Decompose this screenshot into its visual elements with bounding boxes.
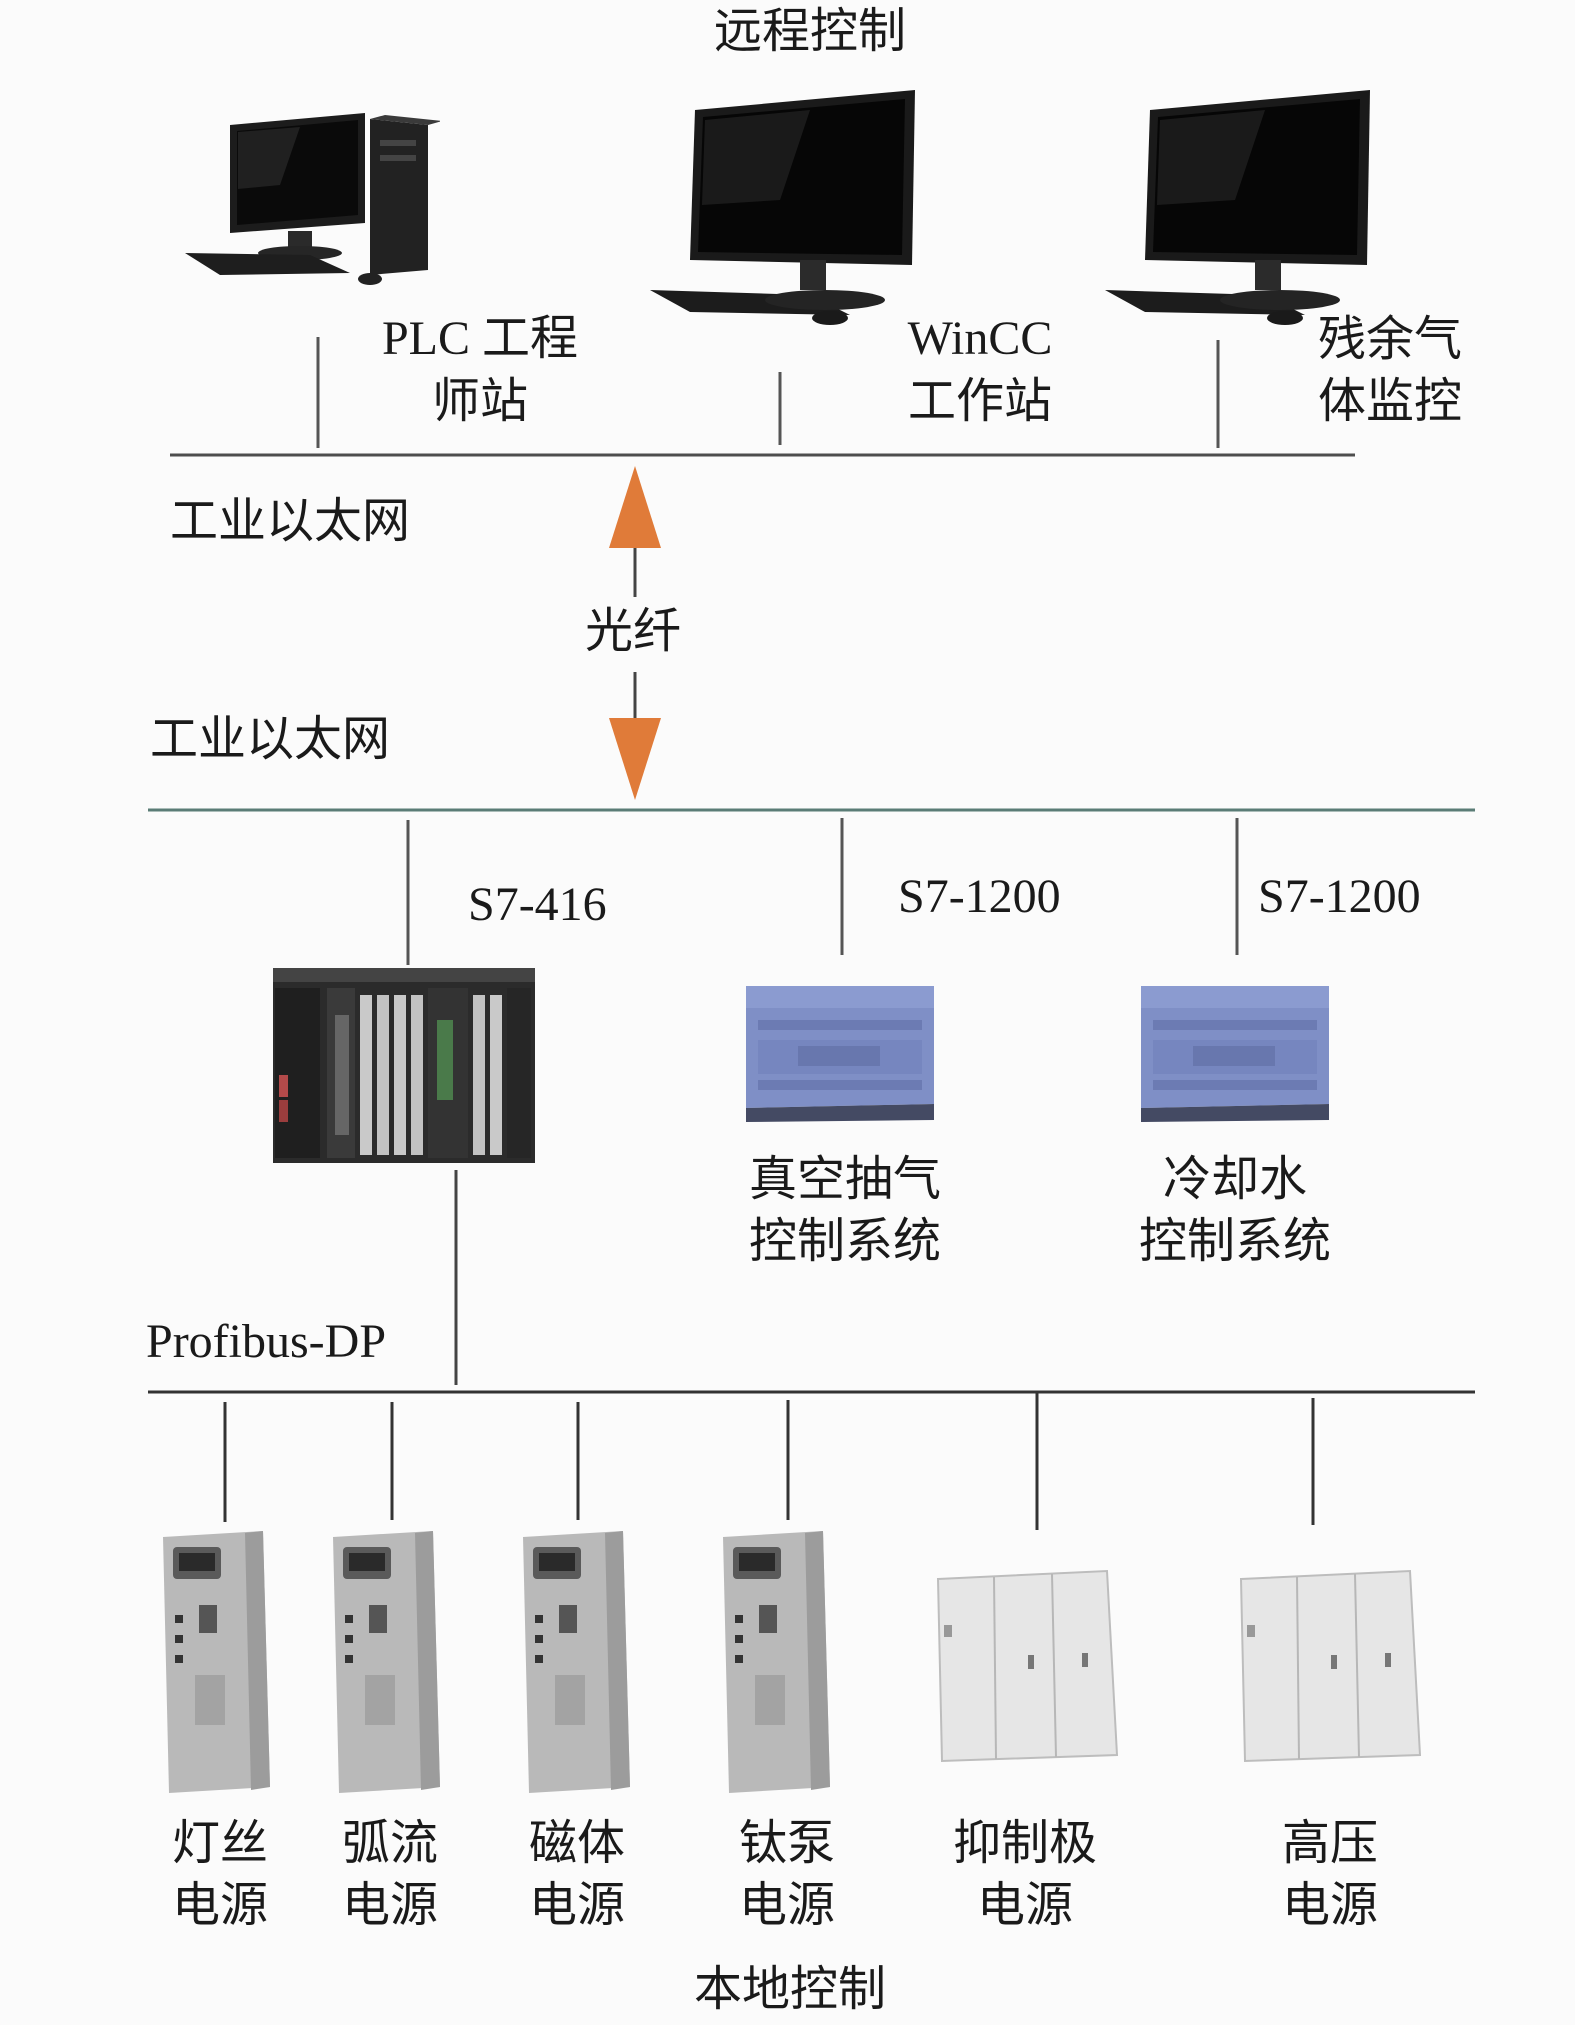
psu-label-arc: 弧流 电源 bbox=[310, 1812, 470, 1936]
monitor-icon bbox=[650, 90, 915, 325]
psu-label-magnet: 磁体 电源 bbox=[497, 1812, 657, 1936]
controller-desc-line1: 真空抽气 bbox=[748, 1151, 941, 1207]
upper-ethernet-label: 工业以太网 bbox=[170, 493, 411, 549]
fiber-arrow-up bbox=[609, 466, 661, 548]
plc-compact-icon bbox=[746, 986, 934, 1122]
psu-label-line1: 抑制极 bbox=[952, 1815, 1097, 1871]
controller-desc-cooling: 冷却水 控制系统 bbox=[1110, 1148, 1360, 1272]
psu-label-line1: 高压 bbox=[1281, 1815, 1378, 1871]
psu-label-line2: 电源 bbox=[738, 1877, 835, 1933]
psu-label-line2: 电源 bbox=[341, 1877, 438, 1933]
station-label-line2: 体监控 bbox=[1317, 373, 1462, 429]
station-label-residual-gas: 残余气 体监控 bbox=[1290, 308, 1490, 432]
psu-label-line1: 灯丝 bbox=[171, 1815, 268, 1871]
power-cabinet-icon bbox=[936, 1569, 1119, 1763]
psu-label-line2: 电源 bbox=[1281, 1877, 1378, 1933]
remote-control-title: 远程控制 bbox=[713, 3, 906, 59]
power-cabinet-icon bbox=[1239, 1569, 1422, 1763]
controller-model-s7-416: S7-416 bbox=[468, 878, 607, 931]
power-drive-icon bbox=[523, 1531, 630, 1793]
fiber-label: 光纤 bbox=[585, 603, 682, 659]
power-drive-icon bbox=[723, 1531, 830, 1793]
psu-label-filament: 灯丝 电源 bbox=[140, 1812, 300, 1936]
station-label-line1: 残余气 bbox=[1317, 311, 1462, 367]
profibus-label: Profibus-DP bbox=[146, 1315, 387, 1368]
controller-desc-line2: 控制系统 bbox=[748, 1213, 941, 1269]
psu-label-line1: 钛泵 bbox=[738, 1815, 835, 1871]
psu-label-line2: 电源 bbox=[528, 1877, 625, 1933]
controller-desc-vacuum: 真空抽气 控制系统 bbox=[720, 1148, 970, 1272]
station-label-line1: WinCC bbox=[907, 312, 1053, 365]
controller-model-s7-1200-vacuum: S7-1200 bbox=[898, 870, 1061, 923]
station-label-line2: 工作站 bbox=[907, 373, 1052, 429]
plc-rack-icon bbox=[273, 968, 535, 1163]
station-label-plc-engineer: PLC 工程 师站 bbox=[360, 308, 600, 432]
psu-label-line1: 弧流 bbox=[341, 1815, 438, 1871]
power-drive-icon bbox=[333, 1531, 440, 1793]
plc-compact-icon bbox=[1141, 986, 1329, 1122]
power-drive-icon bbox=[163, 1531, 270, 1793]
controller-model-s7-1200-cooling: S7-1200 bbox=[1258, 870, 1421, 923]
psu-label-titanium-pump: 钛泵 电源 bbox=[707, 1812, 867, 1936]
controller-desc-line2: 控制系统 bbox=[1138, 1213, 1331, 1269]
psu-label-line2: 电源 bbox=[171, 1877, 268, 1933]
controller-desc-line1: 冷却水 bbox=[1162, 1151, 1307, 1207]
psu-label-line2: 电源 bbox=[976, 1877, 1073, 1933]
desktop-tower-icon bbox=[185, 113, 440, 285]
station-label-wincc: WinCC 工作站 bbox=[870, 308, 1090, 432]
local-control-title: 本地控制 bbox=[693, 1961, 886, 2017]
station-label-line1: PLC 工程 bbox=[381, 312, 579, 365]
fiber-arrow-down bbox=[609, 718, 661, 800]
psu-label-suppressor: 抑制极 电源 bbox=[930, 1812, 1120, 1936]
psu-label-line1: 磁体 bbox=[528, 1815, 625, 1871]
station-label-line2: 师站 bbox=[431, 373, 528, 429]
lower-ethernet-label: 工业以太网 bbox=[150, 711, 391, 767]
psu-label-high-voltage: 高压 电源 bbox=[1250, 1812, 1410, 1936]
monitor-icon bbox=[1105, 90, 1370, 325]
